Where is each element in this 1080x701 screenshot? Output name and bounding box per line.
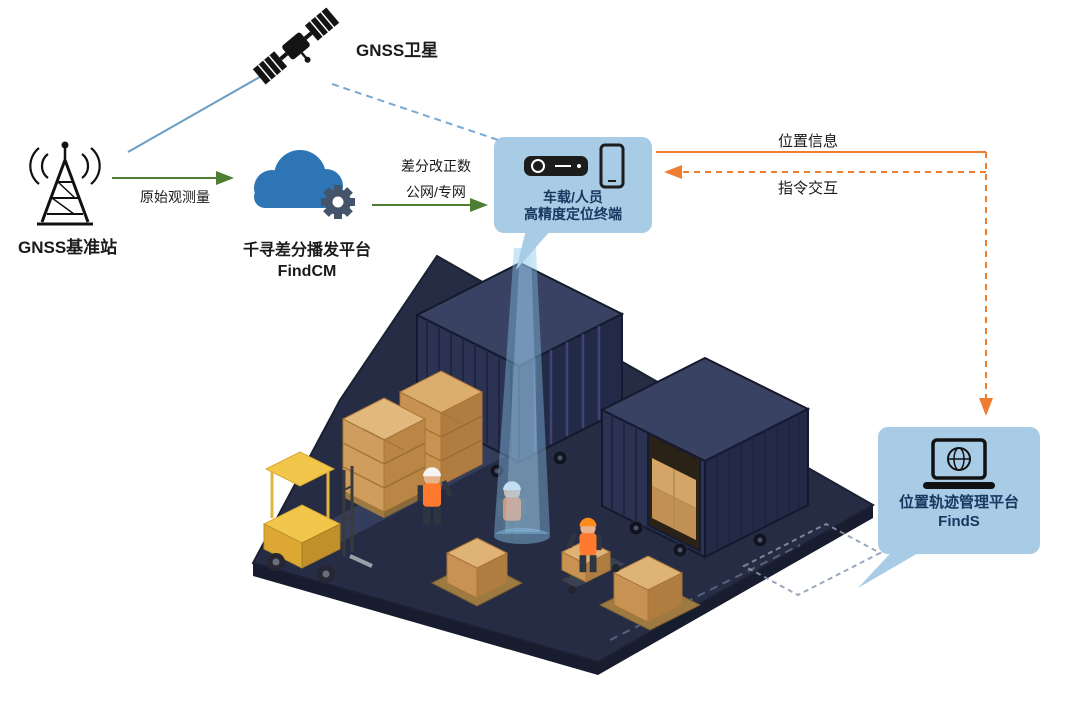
finds-panel-tail <box>858 545 932 588</box>
satellite-icon <box>252 7 340 85</box>
management-platform-product: FindS <box>938 513 980 530</box>
base-station-label: GNSS基准站 <box>18 238 118 257</box>
cloud-platform-label: 千寻差分播发平台 FindCM <box>222 240 392 282</box>
terminal-panel: 车载/人员 高精度定位终端 <box>494 137 652 233</box>
warehouse-scene <box>251 248 883 675</box>
container-b-open-door <box>647 431 701 553</box>
worker-figure <box>417 467 453 525</box>
container-a-door-rods <box>533 326 601 452</box>
management-platform-name: 位置轨迹管理平台 <box>898 494 1019 511</box>
pallet-stack-front <box>341 397 427 518</box>
terminal-panel-tail <box>516 222 558 270</box>
cloud-gear-icon <box>254 150 355 219</box>
command-interaction-label: 指令交互 <box>777 180 838 197</box>
satellite-label: GNSS卫星 <box>356 41 439 60</box>
terminal-label-line1: 车载/人员 <box>543 189 603 205</box>
correction-label-line2: 公网/专网 <box>406 184 466 200</box>
smartphone-icon <box>599 143 625 189</box>
receiver-icon <box>524 156 588 176</box>
pallet-center <box>430 537 524 607</box>
container-b-wheels <box>628 520 768 558</box>
correction-label-line1: 差分改正数 <box>401 158 471 174</box>
receiver-and-phone-icon <box>521 143 625 189</box>
line-satellite-to-base <box>127 69 273 153</box>
line-satellite-to-terminal <box>331 83 517 147</box>
floor-marked-zone <box>741 522 883 597</box>
connectors <box>112 69 993 416</box>
radio-tower-icon <box>29 141 101 226</box>
management-platform-panel: 位置轨迹管理平台 FindS <box>878 427 1040 554</box>
cloud-platform-name: 千寻差分播发平台 <box>242 242 371 259</box>
gear-icon <box>321 185 355 219</box>
container-b <box>599 356 811 559</box>
worker-figure <box>497 481 527 539</box>
worker-figure <box>566 517 602 573</box>
pallet-right <box>598 555 702 631</box>
cloud-platform-product: FindCM <box>277 263 337 280</box>
terminal-label-line2: 高精度定位终端 <box>524 206 622 222</box>
laptop-globe-icon <box>923 438 995 489</box>
forklift-icon <box>262 451 373 583</box>
positioning-beam <box>494 248 550 544</box>
raw-observation-label: 原始观测量 <box>140 189 210 205</box>
position-info-label: 位置信息 <box>777 133 838 150</box>
